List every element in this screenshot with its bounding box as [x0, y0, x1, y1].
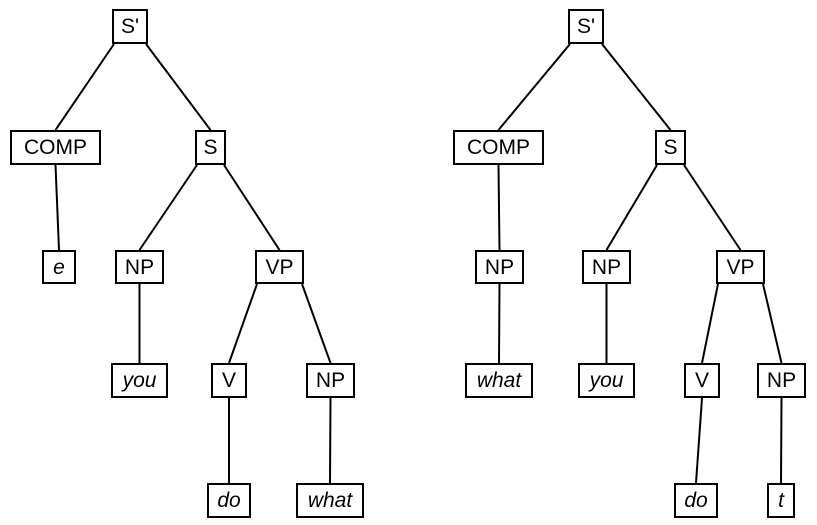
- tree-edge: [497, 43, 571, 131]
- tree-node-comp: COMP: [10, 130, 101, 165]
- tree-edge: [145, 43, 212, 131]
- tree-edge: [301, 283, 332, 364]
- tree-node-vp: VP: [716, 250, 765, 284]
- tree-node-np: NP: [757, 363, 806, 398]
- tree-edge: [683, 164, 742, 251]
- tree-edge: [701, 283, 719, 364]
- tree-node-comp: COMP: [453, 130, 544, 165]
- tree-leaf-you: you: [578, 363, 635, 398]
- tree-node-np: NP: [306, 363, 355, 398]
- tree-edge: [695, 397, 703, 484]
- tree-leaf-what: what: [465, 363, 533, 398]
- tree-edge: [138, 164, 198, 251]
- tree-edge: [605, 164, 658, 251]
- tree-node-s: S': [112, 9, 148, 44]
- tree-node-s: S: [655, 130, 686, 165]
- tree-node-np: NP: [115, 250, 164, 284]
- tree-leaf-you: you: [111, 363, 168, 398]
- tree-edge: [497, 164, 501, 251]
- tree-edge: [498, 283, 501, 364]
- tree-leaf-do: do: [674, 483, 718, 518]
- tree-edge: [780, 397, 783, 484]
- tree-node-np: NP: [582, 250, 631, 284]
- tree-edge: [228, 283, 258, 364]
- tree-leaf-e: e: [42, 250, 76, 284]
- tree-edge: [601, 43, 672, 131]
- tree-node-v: V: [684, 363, 720, 398]
- tree-leaf-t: t: [767, 483, 795, 518]
- tree-edge: [329, 397, 332, 484]
- tree-leaf-what: what: [296, 483, 364, 518]
- tree-node-v: V: [211, 363, 247, 398]
- tree-edge: [54, 164, 60, 251]
- tree-node-np: NP: [475, 250, 524, 284]
- tree-edge: [223, 164, 281, 251]
- tree-edge: [54, 43, 115, 131]
- tree-leaf-do: do: [207, 483, 251, 518]
- tree-node-s: S': [568, 9, 604, 44]
- tree-node-s: S: [195, 130, 226, 165]
- tree-edge: [762, 283, 783, 364]
- tree-node-vp: VP: [255, 250, 304, 284]
